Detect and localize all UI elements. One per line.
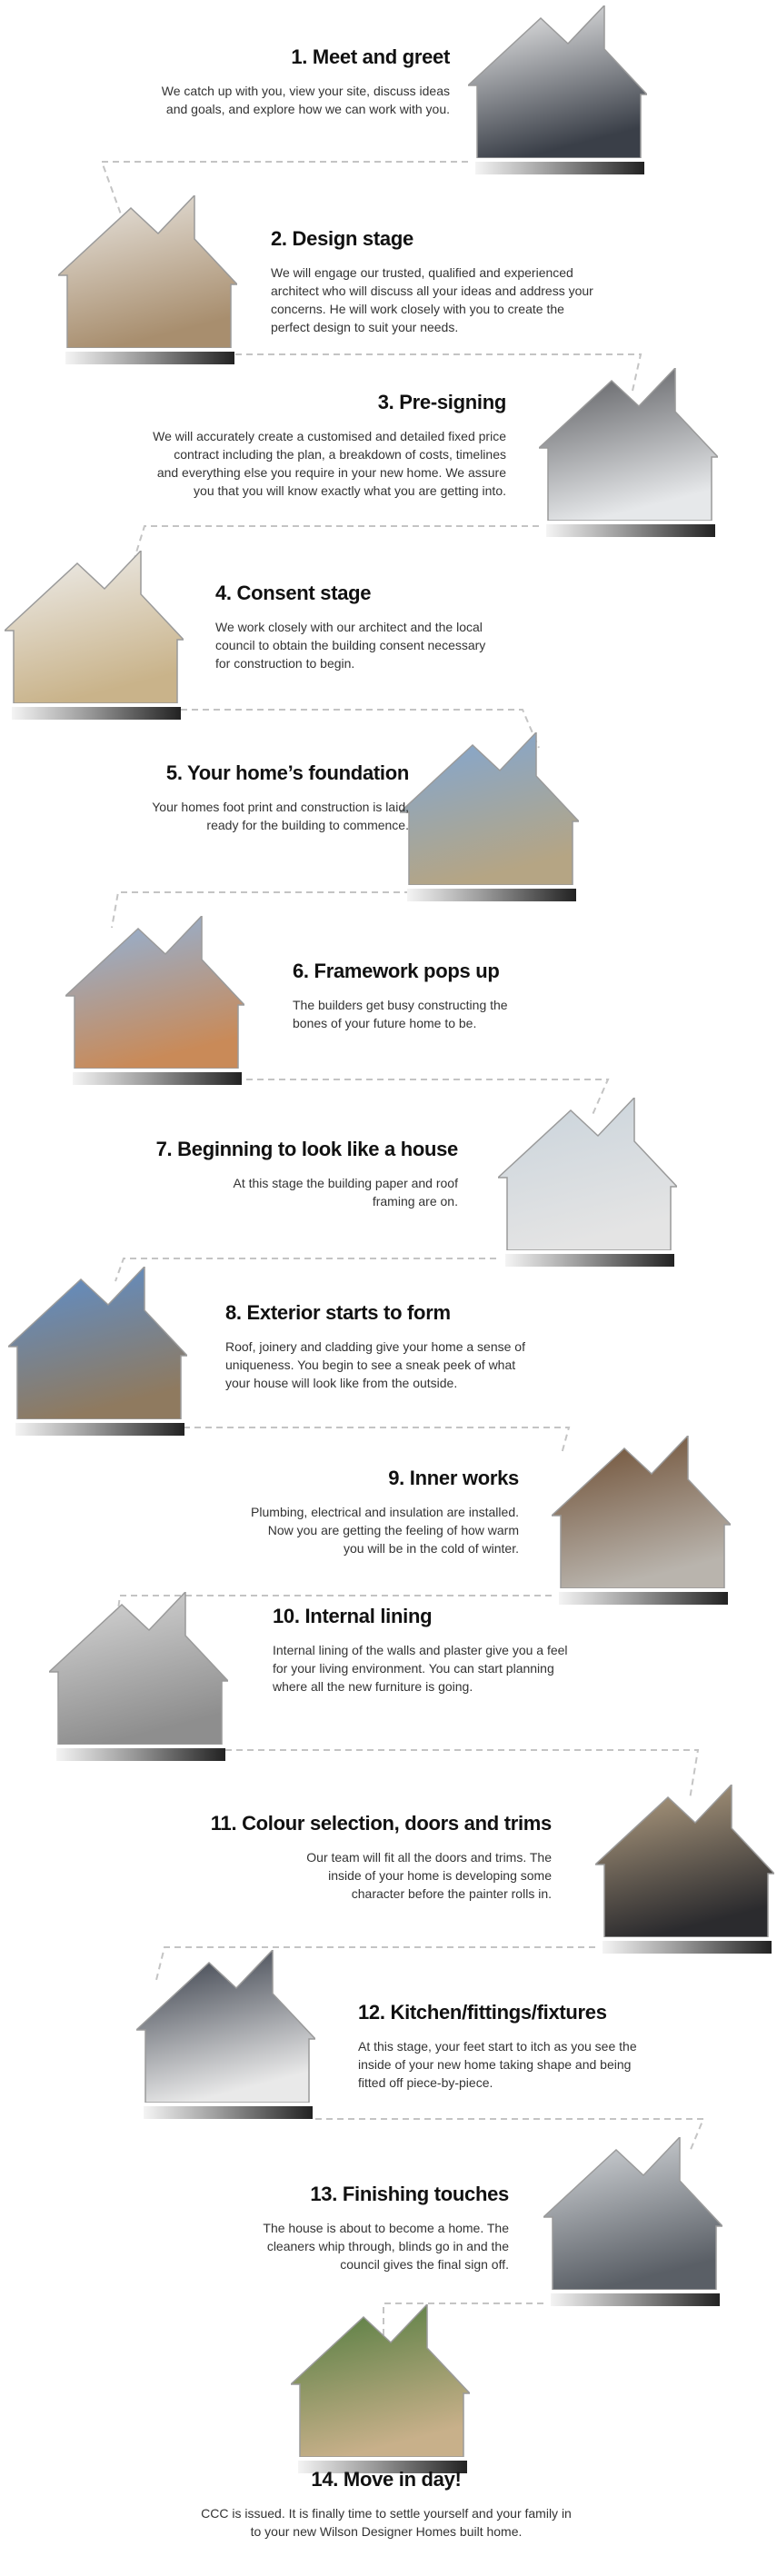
house-photo-living-room <box>595 1785 774 1937</box>
step-description: We will accurately create a customised a… <box>153 429 506 498</box>
step-title: 5. Your home’s foundation <box>165 761 409 784</box>
step-title: 9. Inner works <box>388 1467 519 1489</box>
step-text: 9. Inner works Plumbing, electrical and … <box>137 1467 519 1557</box>
step-description: We work closely with our architect and t… <box>215 620 486 671</box>
step-title: 7. Beginning to look like a house <box>155 1138 459 1160</box>
step-text: 6. Framework pops up The builders get bu… <box>293 960 674 1032</box>
house-photo-building-paper <box>498 1098 677 1250</box>
step-title: 14. Move in day! <box>311 2468 462 2491</box>
step-title: 8. Exterior starts to form <box>225 1301 451 1324</box>
gradient-bar <box>603 1941 772 1954</box>
step-text: 1. Meet and greet We catch up with you, … <box>68 45 451 118</box>
step-description: Our team will fit all the doors and trim… <box>306 1850 552 1901</box>
step-text: 14. Move in day! CCC is issued. It is fi… <box>132 2468 641 2541</box>
step-text: 5. Your home’s foundation Your homes foo… <box>27 761 409 834</box>
step-title: 11. Colour selection, doors and trims <box>210 1812 553 1835</box>
gradient-bar <box>407 889 576 901</box>
house-photo-inner-framing <box>552 1436 731 1588</box>
step-description: Plumbing, electrical and insulation are … <box>251 1505 519 1556</box>
step-title: 4. Consent stage <box>215 582 372 604</box>
house-photo-signing-plans <box>539 368 718 521</box>
step-description: Internal lining of the walls and plaster… <box>273 1643 568 1694</box>
gradient-bar <box>144 2106 313 2119</box>
gradient-bar <box>15 1423 184 1436</box>
gradient-bar <box>73 1072 242 1085</box>
step-text: 2. Design stage We will engage our trust… <box>271 227 652 336</box>
gradient-bar <box>12 707 181 720</box>
step-text: 7. Beginning to look like a house At thi… <box>76 1138 459 1210</box>
step-description: At this stage, your feet start to itch a… <box>358 2039 637 2090</box>
step-title: 12. Kitchen/fittings/fixtures <box>358 2001 607 2024</box>
gradient-bar <box>546 524 715 537</box>
step-description: CCC is issued. It is finally time to set… <box>201 2506 572 2539</box>
step-title: 13. Finishing touches <box>310 2183 509 2205</box>
gradient-bar <box>551 2293 720 2306</box>
step-text: 10. Internal lining Internal lining of t… <box>273 1605 654 1696</box>
gradient-bar <box>56 1748 225 1761</box>
house-photo-internal-lining <box>49 1592 228 1745</box>
house-photo-dining-room <box>543 2137 722 2290</box>
connector-3-4 <box>131 525 539 568</box>
house-photo-foundation-site <box>400 732 579 885</box>
house-photo-moving-couch <box>291 2304 470 2457</box>
house-photo-exterior <box>8 1267 187 1419</box>
step-description: We will engage our trusted, qualified an… <box>271 265 593 334</box>
gradient-bar <box>475 162 644 174</box>
connector-8-9 <box>184 1427 571 1455</box>
step-title: 10. Internal lining <box>273 1605 433 1627</box>
step-title: 2. Design stage <box>271 227 413 250</box>
step-text: 3. Pre-signing We will accurately create… <box>125 391 506 500</box>
step-description: Your homes foot print and construction i… <box>152 800 409 832</box>
gradient-bar <box>505 1254 674 1267</box>
step-description: We catch up with you, view your site, di… <box>161 84 450 116</box>
house-photo-consent-pen-house <box>5 551 184 703</box>
step-description: The builders get busy constructing the b… <box>293 998 508 1030</box>
house-photo-architects <box>58 195 237 348</box>
step-text: 12. Kitchen/fittings/fixtures At this st… <box>358 2001 740 2092</box>
step-title: 1. Meet and greet <box>291 45 450 68</box>
house-photo-handshake <box>468 5 647 158</box>
gradient-bar <box>298 2461 467 2473</box>
step-text: 8. Exterior starts to form Roof, joinery… <box>225 1301 607 1392</box>
step-description: The house is about to become a home. The… <box>263 2221 509 2272</box>
step-description: At this stage the building paper and roo… <box>233 1176 458 1208</box>
step-title: 6. Framework pops up <box>293 960 500 982</box>
step-title: 3. Pre-signing <box>377 391 507 413</box>
step-text: 4. Consent stage We work closely with ou… <box>215 582 597 672</box>
step-text: 11. Colour selection, doors and trims Ou… <box>170 1812 553 1903</box>
step-text: 13. Finishing touches The house is about… <box>127 2183 509 2273</box>
gradient-bar <box>65 352 234 364</box>
house-photo-kitchen <box>136 1950 315 2103</box>
house-photo-timber-frame <box>65 916 244 1069</box>
step-description: Roof, joinery and cladding give your hom… <box>225 1339 525 1390</box>
gradient-bar <box>559 1592 728 1605</box>
